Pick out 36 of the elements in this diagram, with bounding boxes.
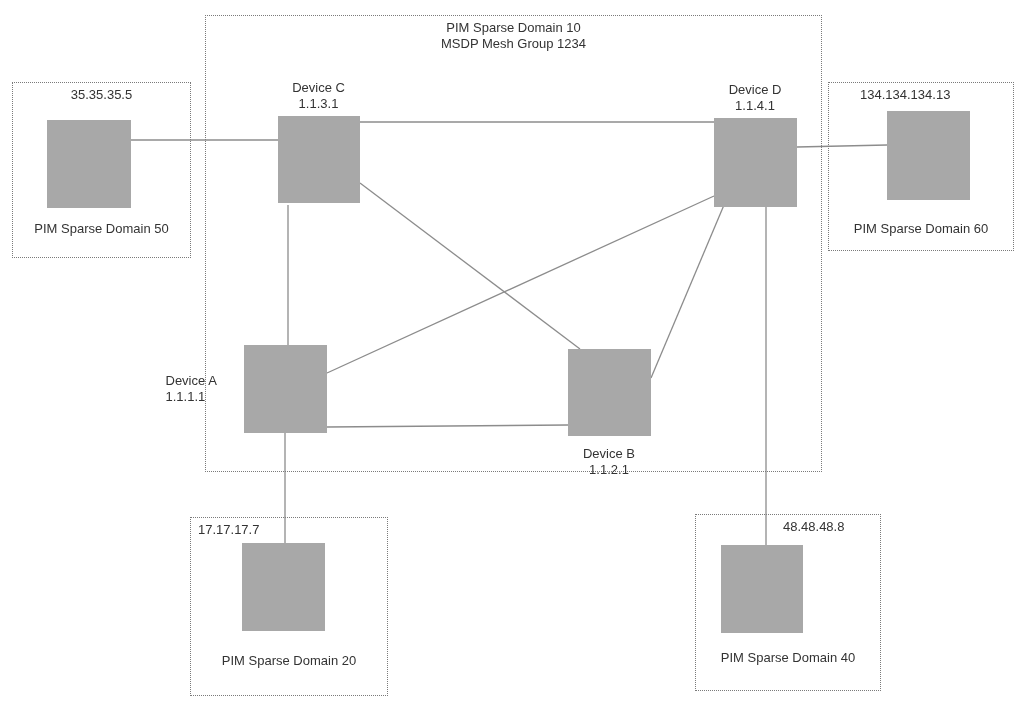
device-square (46, 119, 131, 208)
device-name: Device C (292, 79, 345, 96)
domain-label: PIM Sparse Domain 50 (33, 221, 170, 237)
connection-line (650, 204, 725, 379)
connection-line (287, 204, 289, 346)
connection-line (326, 424, 569, 428)
connection-line (359, 182, 581, 350)
domain-label: PIM Sparse Domain 10 (445, 20, 582, 36)
domain-boundary (12, 82, 191, 258)
connection-line (326, 195, 715, 374)
domain-label: PIM Sparse Domain 60 (852, 221, 990, 237)
ip-address-label: 1.1.1.1 (165, 388, 206, 405)
device-square (886, 110, 970, 200)
ip-address-label: 48.48.48.8 (783, 519, 845, 535)
domain-label: MSDP Mesh Group 1234 (440, 36, 587, 52)
device-square (241, 542, 325, 631)
ip-address-label: 35.35.35.5 (69, 87, 134, 103)
ip-address-label: 1.1.4.1 (735, 97, 775, 114)
domain-boundary (190, 517, 388, 696)
ip-address-label: 1.1.2.1 (589, 461, 629, 478)
connection-line (796, 144, 888, 148)
domain-label: PIM Sparse Domain 40 (719, 650, 857, 666)
device-name: Device B (583, 445, 635, 462)
device-name: Device D (728, 81, 782, 98)
domain-label: PIM Sparse Domain 20 (220, 653, 358, 669)
domain-boundary (828, 82, 1014, 251)
connection-line (359, 121, 715, 123)
connection-line (130, 139, 279, 141)
connection-line (765, 204, 767, 546)
domain-boundary (695, 514, 881, 691)
ip-address-label: 134.134.134.13 (860, 87, 951, 103)
ip-address-label: 1.1.3.1 (298, 95, 339, 112)
device-name: Device A (165, 372, 217, 389)
device-square (720, 544, 803, 633)
ip-address-label: 17.17.17.7 (198, 522, 260, 538)
connection-line (284, 432, 286, 544)
